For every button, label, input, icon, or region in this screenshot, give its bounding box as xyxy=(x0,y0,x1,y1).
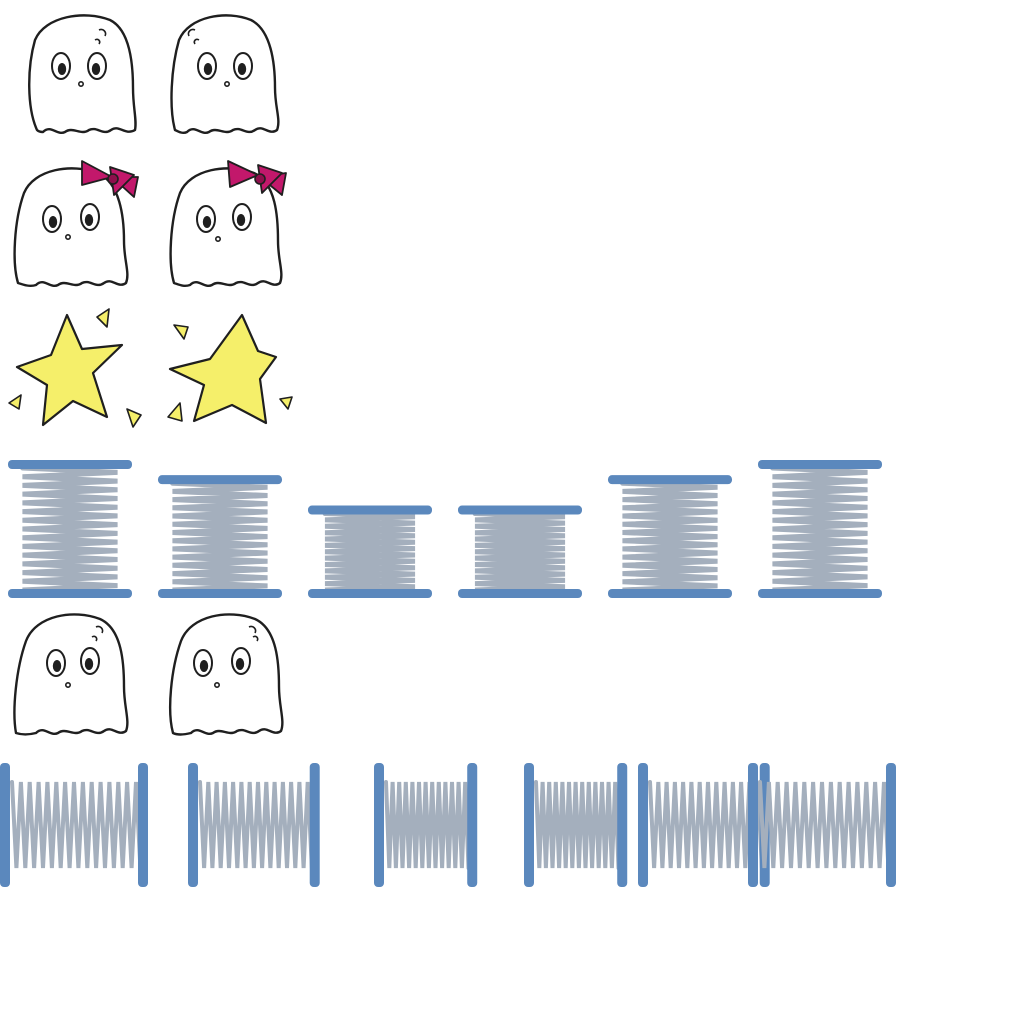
spring-bottom-plate xyxy=(758,589,882,598)
spring-coil xyxy=(648,780,764,870)
ghost-icon xyxy=(10,605,140,740)
spring-bottom-plate xyxy=(8,589,132,598)
horizontal-spring-icon xyxy=(374,763,478,887)
spring-top-plate xyxy=(158,475,282,485)
horizontal-spring-icon xyxy=(0,763,148,887)
spring-right-plate xyxy=(467,763,478,887)
vertical-spring-icon xyxy=(158,475,282,598)
spring-coil xyxy=(322,511,418,596)
bow-icon xyxy=(81,160,139,198)
spring-left-plate xyxy=(374,763,384,887)
vertical-spring-row xyxy=(0,448,900,608)
spring-coil xyxy=(620,480,720,597)
spring-right-plate xyxy=(886,763,896,887)
spring-coil xyxy=(198,780,314,870)
vertical-spring-icon xyxy=(308,505,432,598)
spring-top-plate xyxy=(8,460,132,469)
spring-left-plate xyxy=(188,763,198,887)
spring-coil xyxy=(10,780,143,870)
spring-left-plate xyxy=(748,763,758,887)
horizontal-spring-icon xyxy=(524,763,628,887)
horizontal-spring-row xyxy=(0,755,910,895)
spring-coil xyxy=(534,780,621,870)
ghost-icon xyxy=(165,8,290,138)
star-icon xyxy=(5,305,150,440)
vertical-spring-icon xyxy=(608,475,732,598)
vertical-spring-icon xyxy=(758,460,882,598)
spring-top-plate xyxy=(458,505,582,515)
spring-right-plate xyxy=(617,763,628,887)
ghost-bow-icon xyxy=(162,155,297,290)
spring-left-plate xyxy=(0,763,10,887)
spring-bottom-plate xyxy=(608,589,732,598)
spring-coil xyxy=(472,511,568,596)
spring-right-plate xyxy=(309,763,320,887)
ghost-bow-icon xyxy=(10,155,145,290)
horizontal-spring-icon xyxy=(748,763,896,887)
vertical-spring-icon xyxy=(8,460,132,598)
star-icon xyxy=(160,305,305,440)
horizontal-spring-icon xyxy=(188,763,320,887)
bow-icon xyxy=(227,160,287,196)
spring-coil xyxy=(384,780,471,870)
spring-coil xyxy=(770,465,870,597)
ghost-icon xyxy=(165,605,295,740)
spring-left-plate xyxy=(638,763,648,887)
ghost-icon xyxy=(15,8,140,138)
spring-top-plate xyxy=(608,475,732,485)
spring-bottom-plate xyxy=(308,589,432,598)
spring-bottom-plate xyxy=(158,589,282,598)
spring-left-plate xyxy=(524,763,534,887)
spring-bottom-plate xyxy=(458,589,582,598)
spring-right-plate xyxy=(138,763,148,887)
spring-coil xyxy=(170,480,270,597)
spring-coil xyxy=(758,780,891,870)
spring-top-plate xyxy=(308,505,432,515)
spring-coil xyxy=(20,465,120,597)
vertical-spring-icon xyxy=(458,505,582,598)
spring-top-plate xyxy=(758,460,882,469)
